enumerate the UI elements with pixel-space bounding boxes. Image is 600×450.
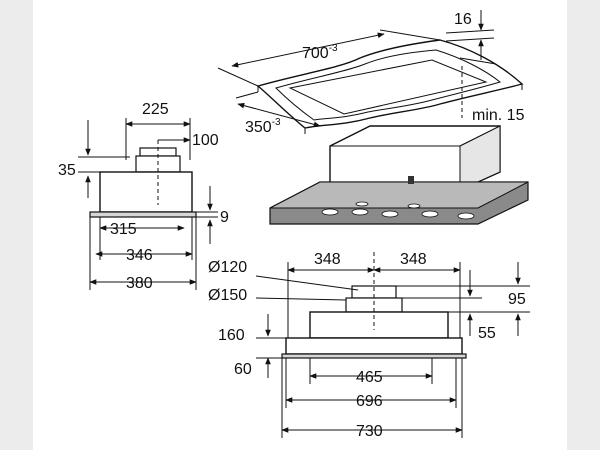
hood-top-shade (459, 125, 501, 191)
dim-700-ext-right (379, 29, 441, 41)
dim-16-ext-bottom (445, 37, 495, 42)
dim-700-ext-left (217, 67, 259, 87)
frame-edge-left (257, 86, 306, 134)
dim-700-label: 700-3 (302, 43, 338, 62)
front-body (309, 311, 449, 339)
control-knob (408, 176, 414, 184)
side-dim-100-label: 100 (192, 132, 219, 149)
dim-350-label: 350-3 (245, 117, 281, 136)
front-dim-60-label: 60 (234, 361, 252, 378)
iso-view (269, 125, 529, 225)
front-dim-d120-label: Ø120 (208, 259, 247, 276)
side-dim-225-label: 225 (142, 101, 169, 118)
front-dim-730-label: 730 (356, 423, 383, 440)
side-dim-35-label: 35 (58, 162, 76, 179)
dim-700-line (231, 32, 385, 68)
front-dim-95-label: 95 (508, 291, 526, 308)
side-view: 225 100 35 9 315 346 (58, 101, 229, 292)
dim-16-ext-mid (459, 57, 497, 65)
front-flange (281, 353, 467, 359)
front-lower-body (285, 337, 463, 355)
top-view: 700-3 350-3 16 min. 15 (217, 10, 525, 136)
front-dim-55-label: 55 (478, 325, 496, 342)
front-view: 348 348 Ø120 Ø150 95 55 160 60 (208, 251, 530, 440)
dim-16-ext-top (445, 29, 495, 34)
front-dim-d120-leader (255, 275, 359, 291)
dim-16-label: 16 (454, 11, 472, 28)
front-dim-348-left-label: 348 (314, 251, 341, 268)
side-dim-315-label: 315 (110, 221, 137, 238)
frame-opening (288, 59, 488, 115)
side-body (99, 171, 193, 213)
side-dim-346-label: 346 (126, 247, 153, 264)
dim-350-ext (235, 91, 259, 99)
front-dim-465-label: 465 (356, 369, 383, 386)
dim-350-line (237, 102, 321, 128)
filter-pattern (321, 201, 475, 220)
dim-min15-label: min. 15 (472, 107, 525, 124)
filter-top-face (269, 181, 529, 209)
side-flange (89, 211, 197, 218)
front-dim-160-label: 160 (218, 327, 245, 344)
front-dim-d150-label: Ø150 (208, 287, 247, 304)
front-dim-d150-leader (255, 297, 347, 301)
front-dim-348-right-label: 348 (400, 251, 427, 268)
side-dim-380-label: 380 (126, 275, 153, 292)
side-dim-9-label: 9 (220, 209, 229, 226)
front-dim-696-label: 696 (356, 393, 383, 410)
